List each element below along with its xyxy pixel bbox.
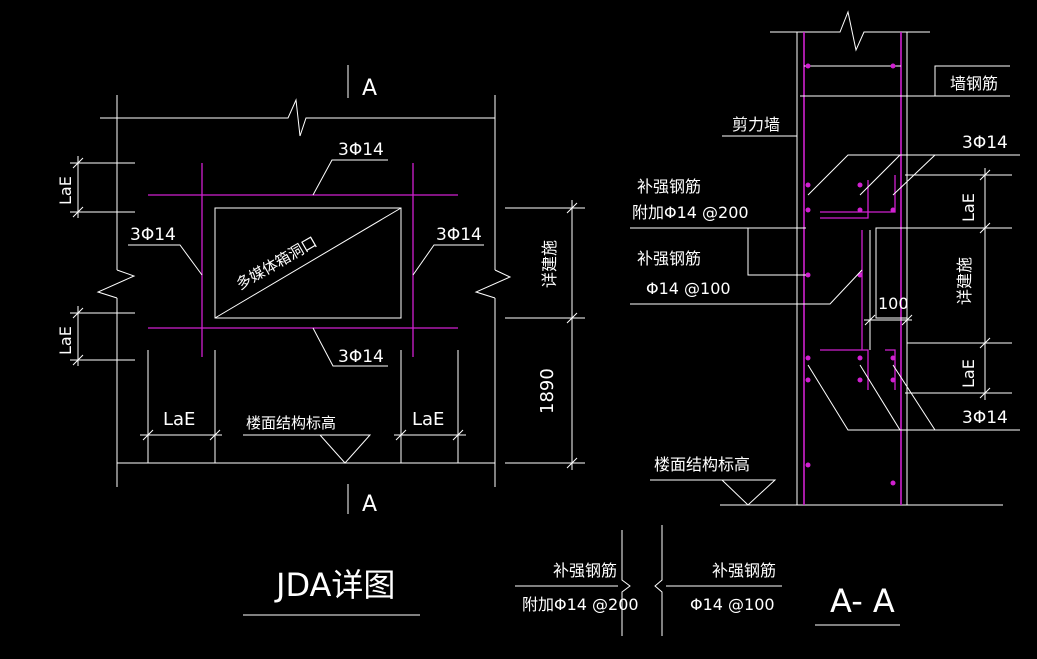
leader-bar-top-2 [859,154,901,196]
bar-dot-1 [805,63,811,69]
label-right-bar: 3Φ14 [436,225,482,245]
aa-dim-tick4 [979,387,991,399]
aa-dim-tick1 [979,169,991,181]
bar-dot-14 [857,377,863,383]
dim-sill-height: 1890 [537,368,558,414]
shear-wall-label: 剪力墙 [732,115,780,134]
reinf-2-spec: Φ14 @100 [646,279,731,298]
bar-dot-5 [890,207,896,213]
section-aa: 墙钢筋 剪力墙 3Φ14 3Φ14 补强钢筋 附加Φ14 @200 补强钢筋 Φ… [630,10,1020,626]
aa-title: A- A [830,582,895,620]
lae-left-upper: LaE [56,176,75,205]
bar-dot-4 [857,207,863,213]
dim-100-tick1 [864,314,876,326]
section-mark-top: A [362,76,377,101]
legend-left-break [621,530,631,636]
lae-left-upper-tick1 [72,157,84,169]
aa-floor-label: 楼面结构标高 [654,455,750,474]
legend-right-spec: Φ14 @100 [690,595,775,614]
label-left-bar: 3Φ14 [130,225,176,245]
lae-left-upper-tick2 [72,206,84,218]
bar-dot-2 [890,63,896,69]
aa-lae-lower: LaE [959,359,978,388]
wall-left-break [96,269,136,299]
bar-dot-16 [805,462,811,468]
bar-bottom-label: 3Φ14 [962,408,1008,428]
legend-right-break [654,525,663,636]
dim-100: 100 [878,294,909,313]
dim-opening-height: 详建施 [540,240,559,288]
lae-left-lower-tick2 [72,354,84,366]
wall-top-line [100,98,495,137]
dim-right-tick1 [566,202,578,214]
leader-bar-bottom [807,364,1020,431]
reinf-bottom-hook [820,349,869,390]
jda-detail: 多媒体箱洞口 A A 3Φ14 3Φ14 3Φ14 3Φ14 LaE LaE [56,65,585,616]
lae-bottom-right: LaE [412,409,444,430]
leader-bar-bottom-2 [859,364,901,431]
leader-top-bar [312,159,388,196]
leader-left-bar [128,244,203,276]
lae-bottom-right-tick1 [395,429,407,441]
reinf-2-title: 补强钢筋 [637,249,701,268]
aa-floor-symbol [650,479,777,506]
leader-wall-rebar [800,65,1010,97]
bar-dot-13 [805,377,811,383]
opening-rect [214,207,402,319]
reinf-1-title: 补强钢筋 [637,177,701,196]
floor-level-symbol [243,434,372,464]
legend-left-title: 补强钢筋 [553,561,617,580]
bar-dot-7 [857,182,863,188]
leader-right-bar [412,244,484,276]
lae-bottom-right-tick2 [452,429,464,441]
dim-right-tick2 [566,312,578,324]
aa-dim-opening: 详建施 [955,257,974,305]
leader-reinf-1b [747,228,806,276]
reinf-bottom-hook-2 [885,349,896,390]
reinf-top-hook [820,180,869,219]
bar-dot-9 [857,272,863,278]
bar-dot-3 [805,207,811,213]
reinf-1-spec: 附加Φ14 @200 [632,203,749,222]
section-top-break [770,10,930,52]
opening-diagonal [214,207,402,319]
lae-bottom-left: LaE [163,409,195,430]
lae-bottom-left-tick2 [209,429,221,441]
bar-dot-17 [890,480,896,486]
lae-left-lower-tick1 [72,307,84,319]
aa-lae-upper: LaE [959,193,978,222]
bar-dot-10 [805,355,811,361]
lae-left-lower: LaE [56,326,75,355]
opening-outline [875,227,907,319]
rebar-legend: 补强钢筋 附加Φ14 @200 补强钢筋 Φ14 @100 [515,525,782,636]
aa-dim-tick3 [979,337,991,349]
reinf-top-hook-2 [820,175,896,213]
dim-right-tick3 [566,457,578,469]
wall-rebar-label: 墙钢筋 [950,74,998,93]
bar-dot-8 [805,272,811,278]
lae-bottom-left-tick1 [142,429,154,441]
label-top-bar: 3Φ14 [338,140,384,160]
legend-right-title: 补强钢筋 [712,561,776,580]
leader-bar-bottom-3 [892,364,936,431]
wall-right-break [474,269,512,299]
legend-left-spec: 附加Φ14 @200 [522,595,639,614]
floor-label-left: 楼面结构标高 [246,414,336,432]
bar-dot-11 [857,355,863,361]
jda-title: JDA详图 [274,566,395,604]
leader-reinf-2 [630,269,863,305]
leader-bottom-bar [312,327,388,367]
bar-dot-6 [805,182,811,188]
bar-dot-12 [890,355,896,361]
label-bottom-bar: 3Φ14 [338,347,384,367]
aa-dim-tick2 [979,222,991,234]
bar-dot-15 [890,377,896,383]
leader-bar-top [807,154,1020,196]
section-mark-bottom: A [362,492,377,517]
bar-top-label: 3Φ14 [962,133,1008,153]
